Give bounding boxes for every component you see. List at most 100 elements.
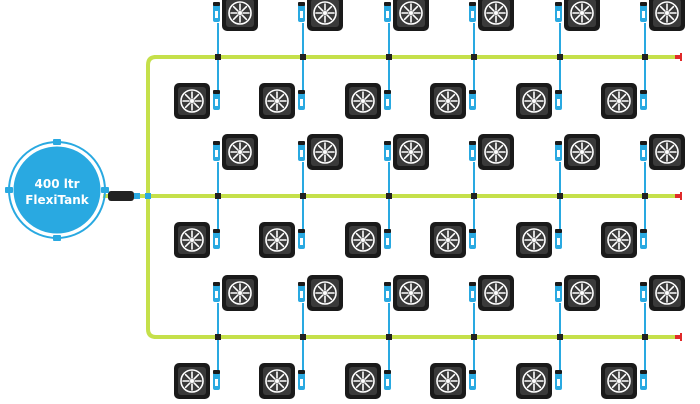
pot-icon (640, 275, 685, 311)
pot-icon (430, 83, 476, 119)
pot-icon (298, 134, 343, 170)
sensor-icon (469, 229, 476, 249)
tee-connector (471, 334, 477, 340)
pot-icon (213, 134, 258, 170)
pot-icon (384, 134, 429, 170)
sensor-icon (555, 229, 562, 249)
tee-connector (386, 54, 392, 60)
sensor-icon (298, 229, 305, 249)
tee-connector (642, 334, 648, 340)
sensor-icon (555, 2, 562, 22)
tee-connector (557, 54, 563, 60)
sensor-icon (640, 2, 647, 22)
sensor-icon (640, 90, 647, 110)
pot-icon (430, 363, 476, 399)
pot-icon (601, 83, 647, 119)
sensor-icon (384, 229, 391, 249)
pot-icon (345, 83, 391, 119)
hose-connector (108, 191, 134, 201)
pot-icon (430, 222, 476, 258)
pot-icon (555, 134, 600, 170)
pot-icon (516, 222, 562, 258)
pot-icon (555, 275, 600, 311)
sensor-icon (298, 370, 305, 390)
sensor-icon (213, 370, 220, 390)
pot-icon (298, 275, 343, 311)
tee-connector (471, 193, 477, 199)
pot-icon (384, 275, 429, 311)
tee-connector (215, 334, 221, 340)
sensor-icon (469, 90, 476, 110)
sensor-icon (469, 282, 476, 302)
tee-connector (386, 193, 392, 199)
pot-icon (640, 134, 685, 170)
sensor-icon (213, 282, 220, 302)
pot-icon (259, 83, 305, 119)
pot-icon (555, 0, 600, 31)
sensor-icon (640, 370, 647, 390)
sensor-icon (469, 141, 476, 161)
tee-connector (300, 193, 306, 199)
sensor-icon (213, 2, 220, 22)
pot-icon (213, 275, 258, 311)
pot-icon (601, 363, 647, 399)
sensor-icon (298, 90, 305, 110)
pot-icon (174, 363, 220, 399)
sensor-icon (384, 2, 391, 22)
sensor-icon (555, 90, 562, 110)
sensor-icon (640, 282, 647, 302)
tank-icon (5, 139, 109, 241)
sensor-icon (469, 2, 476, 22)
pot-icon (345, 363, 391, 399)
sensor-icon (298, 2, 305, 22)
sensor-icon (555, 141, 562, 161)
sensor-icon (213, 229, 220, 249)
tee-connector (215, 54, 221, 60)
tee-connector (557, 193, 563, 199)
pot-icon (516, 83, 562, 119)
end-cap-icon (675, 53, 682, 61)
trunk-junction (145, 193, 151, 199)
pot-icon (213, 0, 258, 31)
pot-icon (174, 83, 220, 119)
sensor-icon (640, 141, 647, 161)
sensor-icon (384, 90, 391, 110)
end-cap-icon (675, 192, 682, 200)
sensor-icon (298, 141, 305, 161)
sensor-icon (384, 282, 391, 302)
pot-icon (469, 275, 514, 311)
sensor-icon (213, 90, 220, 110)
sensor-icon (213, 141, 220, 161)
pot-icon (298, 0, 343, 31)
tee-connector (557, 334, 563, 340)
pot-icon (640, 0, 685, 31)
tee-connector (642, 54, 648, 60)
sensor-icon (555, 370, 562, 390)
pot-icon (469, 134, 514, 170)
pot-icon (174, 222, 220, 258)
pot-icon (516, 363, 562, 399)
tee-connector (471, 54, 477, 60)
pot-icon (259, 363, 305, 399)
pot-icon (259, 222, 305, 258)
pot-icon (384, 0, 429, 31)
tee-connector (642, 193, 648, 199)
tee-connector (300, 334, 306, 340)
sensor-icon (469, 370, 476, 390)
tee-connector (386, 334, 392, 340)
tank-hose (100, 191, 151, 201)
sensor-icon (555, 282, 562, 302)
end-cap-icon (675, 333, 682, 341)
pot-icon (345, 222, 391, 258)
main-pipes (146, 23, 682, 371)
pot-icon (469, 0, 514, 31)
tee-connector (300, 54, 306, 60)
tee-connector (215, 193, 221, 199)
sensor-icon (384, 141, 391, 161)
sensor-icon (384, 370, 391, 390)
sensor-icon (298, 282, 305, 302)
sensor-icon (640, 229, 647, 249)
pot-icon (601, 222, 647, 258)
